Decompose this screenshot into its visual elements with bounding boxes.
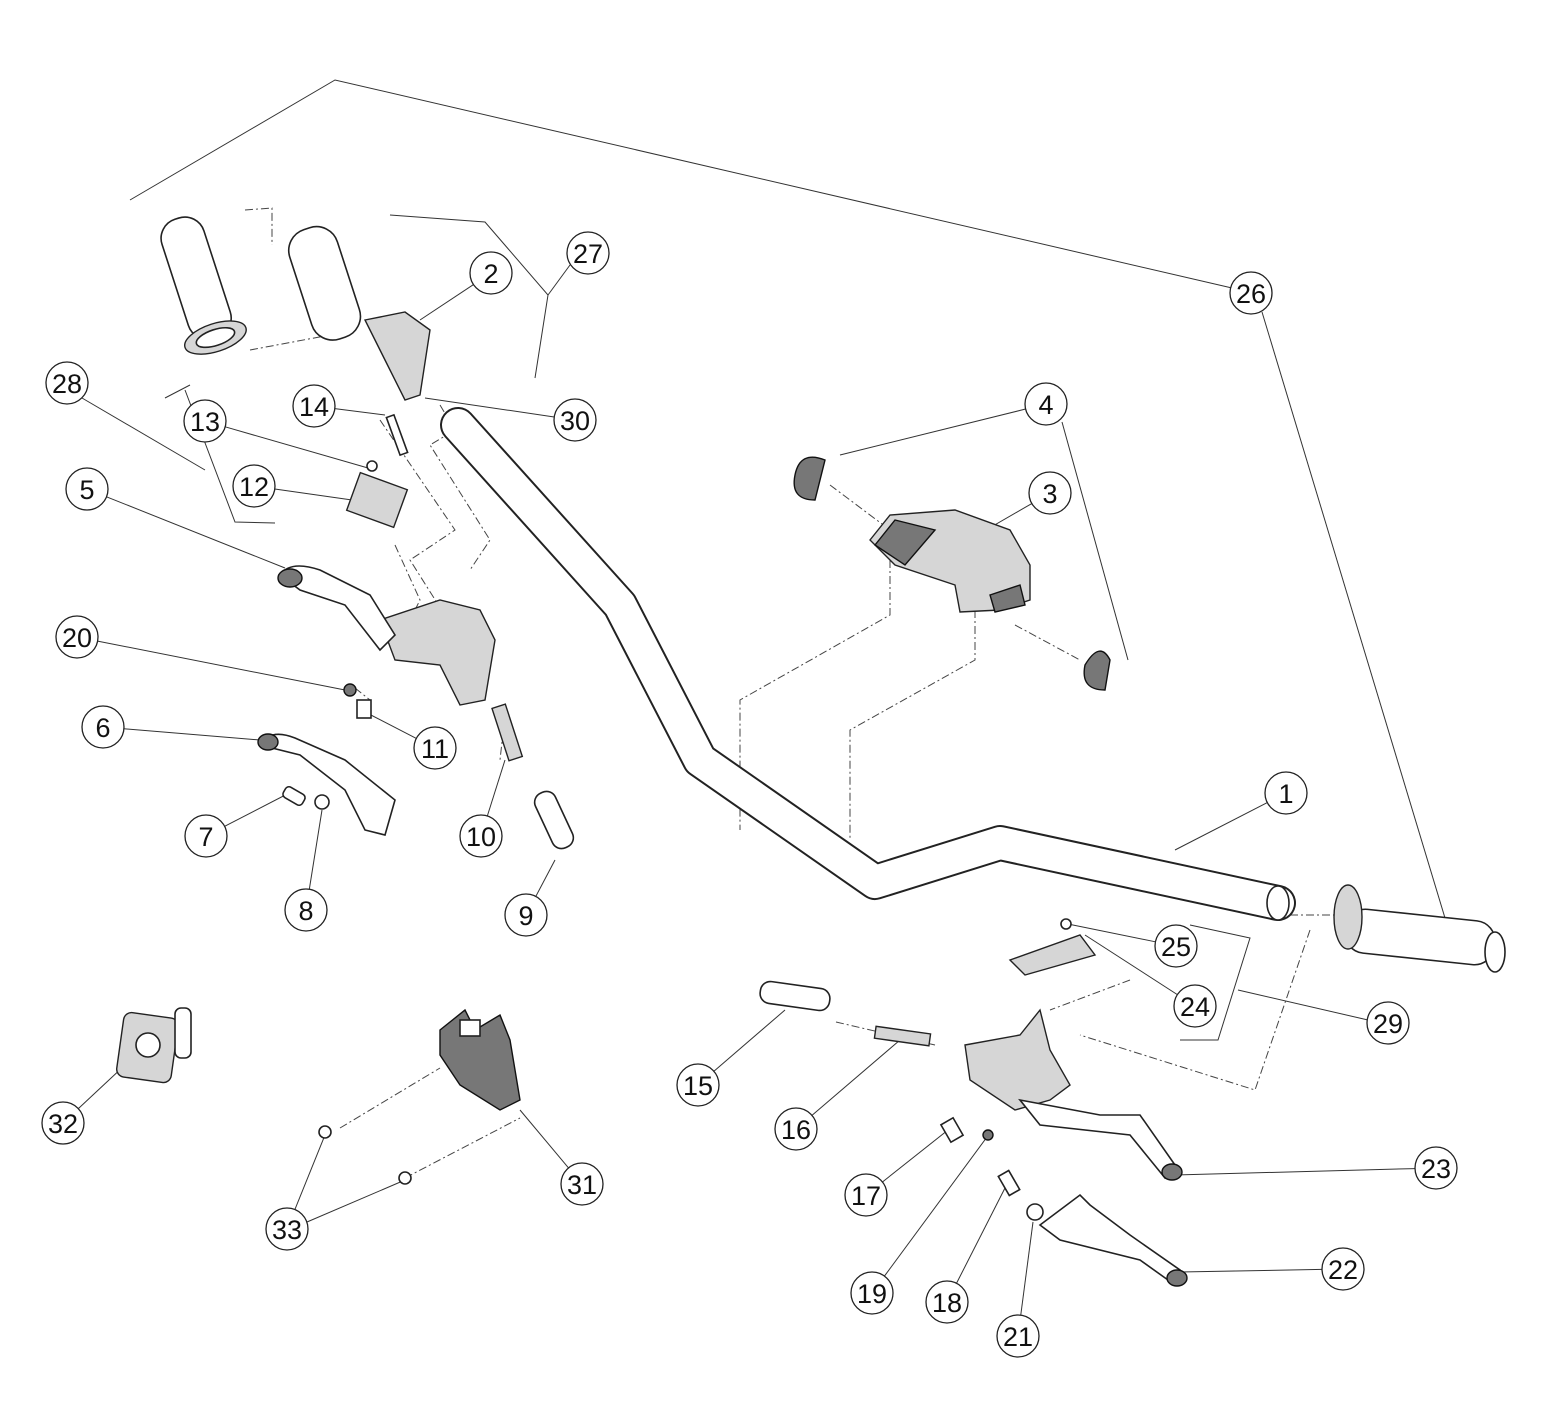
callout-4: 4 [1024, 382, 1068, 426]
callout-label: 17 [851, 1181, 881, 1211]
leader-line-23 [1174, 1168, 1416, 1176]
callout-29: 29 [1366, 1001, 1410, 1045]
callout-label: 27 [573, 239, 603, 269]
callout-7: 7 [184, 814, 228, 858]
callout-20: 20 [55, 615, 99, 659]
callout-12: 12 [232, 464, 276, 508]
callout-6: 6 [81, 705, 125, 749]
callout-11: 11 [413, 726, 457, 770]
leader-line-30 [424, 397, 555, 418]
callout-10: 10 [459, 814, 503, 858]
leader-line-21 [1020, 1221, 1034, 1316]
leader-line-19 [884, 1136, 988, 1277]
callout-label: 5 [79, 475, 94, 505]
callout-label: 8 [298, 896, 313, 926]
callout-label: 28 [52, 369, 82, 399]
leader-line-10 [486, 759, 506, 817]
callout-label: 30 [560, 406, 590, 436]
callout-30: 30 [553, 398, 597, 442]
callout-label: 2 [483, 259, 498, 289]
callout-label: 19 [857, 1279, 887, 1309]
callout-1: 1 [1264, 771, 1308, 815]
leader-line-12 [274, 488, 353, 501]
callout-9: 9 [504, 893, 548, 937]
callout-17: 17 [844, 1173, 888, 1217]
callout-27: 27 [566, 231, 610, 275]
callout-label: 11 [421, 734, 449, 764]
callout-33: 33 [265, 1207, 309, 1251]
callout-16: 16 [774, 1107, 818, 1151]
callout-label: 33 [272, 1215, 302, 1245]
callout-label: 13 [190, 407, 220, 437]
handlebar [440, 407, 1296, 921]
callout-label: 23 [1421, 1154, 1451, 1184]
callout-21: 21 [996, 1314, 1040, 1358]
callout-26: 26 [1229, 271, 1273, 315]
leader-line-22 [1179, 1268, 1323, 1273]
callout-19: 19 [850, 1271, 894, 1315]
callout-5: 5 [65, 467, 109, 511]
callout-label: 20 [62, 623, 92, 653]
leader-line-17 [882, 1129, 949, 1183]
leader-line-1 [1174, 802, 1268, 851]
callout-22: 22 [1321, 1247, 1365, 1291]
callout-label: 24 [1180, 992, 1210, 1022]
callout-label: 18 [932, 1288, 962, 1318]
callout-2: 2 [469, 251, 513, 295]
leader-line-8 [308, 809, 323, 890]
callout-label: 25 [1161, 932, 1191, 962]
callout-label: 3 [1042, 479, 1057, 509]
leader-lines [77, 79, 1446, 1316]
parts [116, 216, 1506, 1287]
callout-23: 23 [1414, 1146, 1458, 1190]
callout-8: 8 [284, 888, 328, 932]
callout-18: 18 [925, 1280, 969, 1324]
leader-line-33 [294, 1134, 326, 1210]
leader-line-31 [519, 1109, 569, 1169]
callout-label: 31 [567, 1170, 597, 1200]
callout-label: 9 [518, 901, 533, 931]
leader-line-20 [97, 640, 346, 691]
callout-15: 15 [676, 1063, 720, 1107]
callout-13: 13 [183, 399, 227, 443]
callout-label: 4 [1038, 390, 1053, 420]
callout-3: 3 [1028, 471, 1072, 515]
leader-line-18 [956, 1187, 1006, 1284]
callout-label: 10 [466, 822, 496, 852]
leader-line-14 [334, 408, 386, 416]
callout-31: 31 [560, 1162, 604, 1206]
callout-label: 21 [1003, 1322, 1033, 1352]
callout-label: 29 [1373, 1009, 1403, 1039]
callout-label: 12 [239, 472, 269, 502]
leader-line-5 [106, 496, 286, 569]
callout-14: 14 [292, 384, 336, 428]
callout-label: 7 [198, 822, 213, 852]
callout-25: 25 [1154, 924, 1198, 968]
callout-28: 28 [45, 361, 89, 405]
callout-label: 22 [1328, 1255, 1358, 1285]
callout-label: 16 [781, 1115, 811, 1145]
leader-line-4 [839, 408, 1026, 456]
leader-line-2 [419, 284, 474, 321]
callout-label: 26 [1236, 279, 1266, 309]
leader-line-6 [123, 728, 261, 741]
callout-label: 6 [95, 713, 110, 743]
callout-label: 15 [683, 1071, 713, 1101]
callout-label: 1 [1278, 779, 1293, 809]
leader-line-24 [1084, 934, 1178, 996]
callout-32: 32 [41, 1101, 85, 1145]
callout-label: 32 [48, 1109, 78, 1139]
leader-line-13 [225, 426, 369, 469]
leader-line-11 [364, 711, 417, 739]
leader-line-15 [713, 1009, 786, 1072]
callout-24: 24 [1173, 984, 1217, 1028]
callout-label: 14 [299, 392, 329, 422]
leader-line-9 [535, 859, 556, 897]
leader-line-16 [811, 1039, 901, 1116]
leader-line-25 [1067, 923, 1156, 943]
